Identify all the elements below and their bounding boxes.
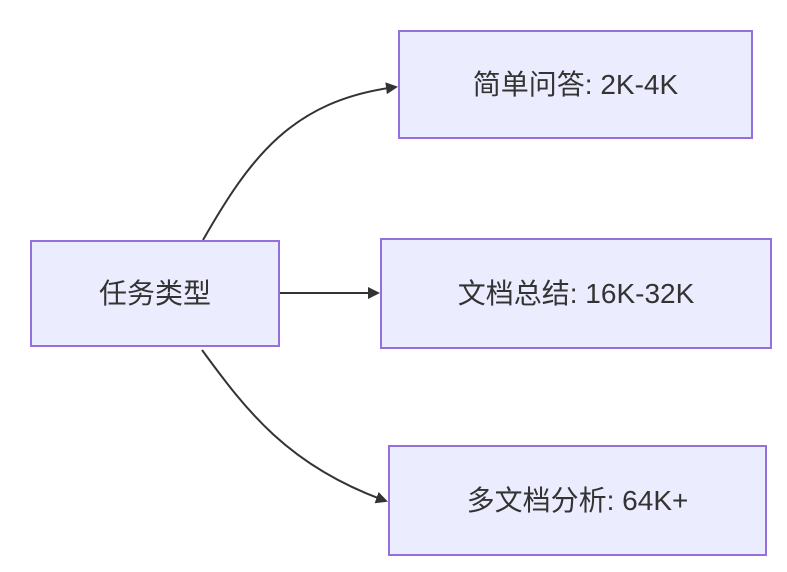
node-simple-qa-label: 简单问答: 2K-4K [472, 68, 679, 100]
node-task-type-label: 任务类型 [98, 277, 211, 309]
edge-root-to-simple-qa [202, 82, 398, 241]
node-task-type: 任务类型 [30, 240, 280, 347]
node-simple-qa: 简单问答: 2K-4K [398, 30, 753, 139]
edge-root-to-multi-doc [201, 349, 388, 504]
node-multi-doc: 多文档分析: 64K+ [388, 445, 767, 556]
node-multi-doc-label: 多文档分析: 64K+ [466, 484, 689, 516]
node-doc-summary: 文档总结: 16K-32K [380, 238, 772, 349]
node-doc-summary-label: 文档总结: 16K-32K [457, 277, 695, 309]
